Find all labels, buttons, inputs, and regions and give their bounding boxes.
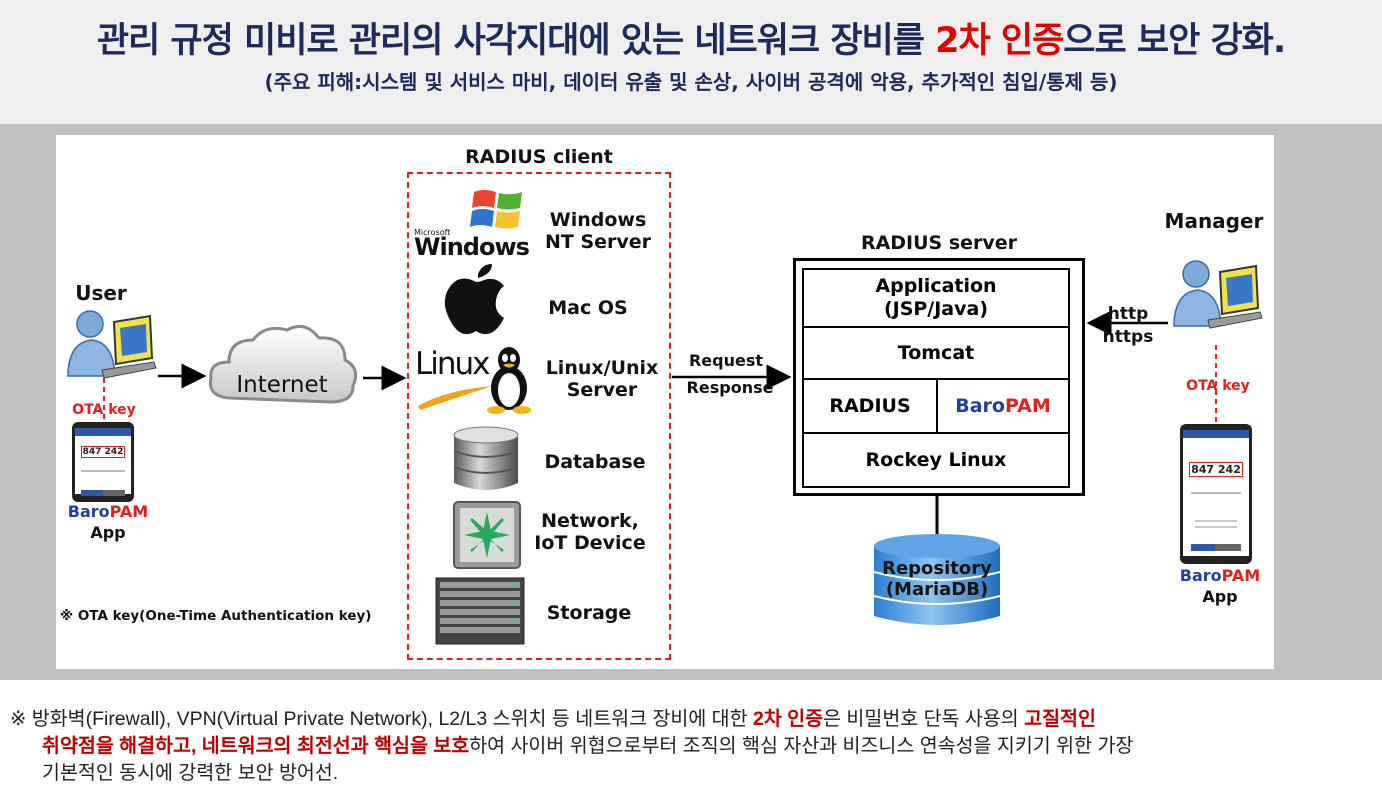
client-item-database: Database [544, 451, 646, 473]
linux-logo-text: Linux [415, 346, 491, 382]
windows-logo-small: Microsoft [414, 228, 451, 237]
http-label: http [1107, 304, 1149, 324]
title-text-end: 으로 보안 강화. [1063, 21, 1286, 61]
radius-server-title: RADIUS server [860, 232, 1018, 254]
database-icon [453, 426, 519, 490]
brand-pam: PAM [1221, 566, 1261, 585]
user-ota-label: OTA key [72, 402, 136, 418]
brand-pam: PAM [109, 502, 149, 521]
client-item-macos: Mac OS [548, 297, 628, 319]
repository-label: Repository (MariaDB) [882, 558, 992, 600]
apple-logo-icon [444, 264, 504, 334]
page-title: 관리 규정 미비로 관리의 사각지대에 있는 네트워크 장비를 2차 인증으로 … [0, 12, 1382, 63]
footer-line-3: 기본적인 동시에 강력한 보안 방어선. [42, 762, 339, 784]
user-phone-icon: 847 242 [72, 422, 134, 502]
server-application: Application (JSP/Java) [802, 268, 1070, 328]
request-label: Request [688, 351, 764, 370]
ota-footnote: ※ OTA key(One-Time Authentication key) [60, 608, 372, 624]
response-label: Response [686, 378, 774, 397]
footer-highlight: 2차 인증 [752, 708, 824, 730]
linux-swoosh-icon [418, 386, 492, 410]
user-app-label: App [90, 523, 126, 542]
manager-phone-code: 847 242 [1189, 462, 1243, 477]
header: 관리 규정 미비로 관리의 사각지대에 있는 네트워크 장비를 2차 인증으로 … [0, 0, 1382, 124]
radius-client-box [407, 172, 671, 660]
title-text: 관리 규정 미비로 관리의 사각지대에 있는 네트워크 장비를 [96, 21, 936, 61]
manager-ota-label: OTA key [1186, 378, 1250, 394]
internet-cloud-icon [208, 324, 358, 404]
client-item-linux: Linux/Unix Server [545, 357, 659, 401]
client-item-storage: Storage [546, 602, 632, 624]
user-phone-code: 847 242 [81, 446, 125, 458]
radius-client-title: RADIUS client [465, 146, 613, 168]
storage-icon [435, 577, 525, 645]
user-icon [67, 310, 157, 379]
tux-penguin-icon [487, 347, 531, 414]
manager-icon [1173, 260, 1263, 329]
footer-line-2: 취약점을 해결하고, 네트워크의 최전선과 핵심을 보호하여 사이버 위협으로부… [10, 733, 1370, 760]
user-app-brand: BaroPAM [56, 502, 160, 521]
windows-logo-text: Windows [414, 233, 530, 261]
https-label: https [1102, 327, 1154, 347]
brand-baro: Baro [955, 394, 1005, 417]
server-os: Rockey Linux [802, 432, 1070, 488]
windows-logo-icon [470, 190, 522, 229]
user-label: User [75, 281, 127, 305]
page-subtitle: (주요 피해:시스템 및 서비스 마비, 데이터 유출 및 손상, 사이버 공격… [264, 70, 1118, 94]
client-item-windows: Windows NT Server [544, 209, 652, 253]
client-item-network: Network, IoT Device [534, 510, 646, 554]
manager-phone-icon: 847 242 [1180, 424, 1252, 564]
manager-app-label: App [1202, 587, 1238, 606]
internet-label: Internet [236, 372, 328, 398]
server-tomcat: Tomcat [802, 326, 1070, 380]
network-device-icon [453, 501, 521, 569]
footer-text: 하여 사이버 위협으로부터 조직의 핵심 자산과 비즈니스 연속성을 지키기 위… [469, 735, 1134, 757]
title-highlight: 2차 인증 [935, 21, 1064, 61]
repository-db-icon [873, 534, 1001, 625]
footer-text: ※ 방화벽(Firewall), VPN(Virtual Private Net… [10, 708, 753, 730]
server-radius: RADIUS [802, 378, 938, 434]
footer-text: 은 비밀번호 단독 사용의 [823, 708, 1025, 730]
brand-baro: Baro [1179, 566, 1222, 585]
manager-app-brand: BaroPAM [1166, 566, 1274, 585]
manager-label: Manager [1164, 209, 1264, 233]
footer-highlight: 고질적인 [1024, 708, 1096, 730]
brand-pam: PAM [1004, 394, 1051, 417]
brand-baro: Baro [67, 502, 110, 521]
footer-note: ※ 방화벽(Firewall), VPN(Virtual Private Net… [10, 706, 1370, 787]
footer-highlight: 취약점을 해결하고, 네트워크의 최전선과 핵심을 보호 [42, 735, 470, 757]
